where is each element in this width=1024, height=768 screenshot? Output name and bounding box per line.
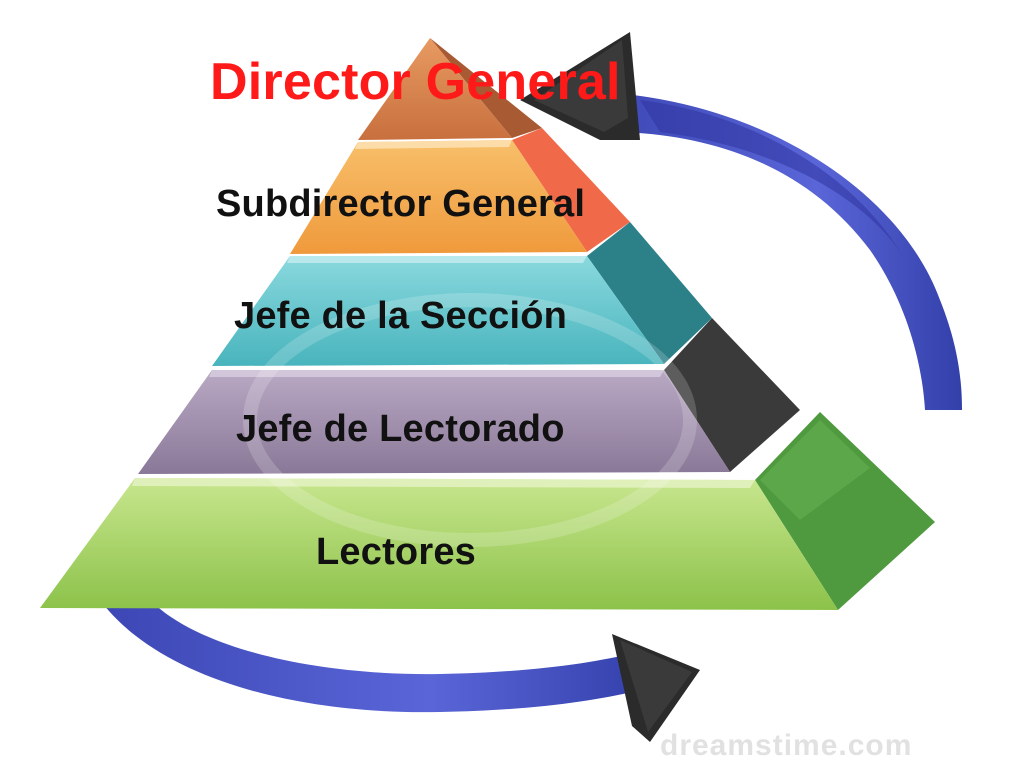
watermark-circle xyxy=(243,293,697,547)
pyramid-level-2-top-edge xyxy=(355,140,512,149)
pyramid-level-5-side-shade xyxy=(760,420,870,520)
cycle-arrow-lower-head-face xyxy=(620,640,692,732)
pyramid-level-4-top-edge xyxy=(209,370,664,377)
pyramid-level-3-top-edge xyxy=(287,256,587,263)
pyramid-level-5-label: Lectores xyxy=(316,531,477,573)
pyramid-level-3-front xyxy=(212,256,664,366)
pyramid-level-2-front xyxy=(290,140,587,254)
cycle-arrow-upper xyxy=(520,32,962,410)
pyramid-level-4 xyxy=(138,318,800,474)
pyramid-level-5-top-edge xyxy=(132,478,755,488)
pyramid-level-3 xyxy=(212,222,712,366)
pyramid-level-1-front xyxy=(358,38,512,140)
pyramid-level-4-side xyxy=(664,318,800,472)
pyramid-level-3-label: Jefe de la Sección xyxy=(234,295,568,337)
pyramid-level-5 xyxy=(40,412,935,610)
cycle-arrow-lower xyxy=(100,600,700,742)
pyramid-level-4-label: Jefe de Lectorado xyxy=(236,408,565,450)
watermark-text: dreamstime.com xyxy=(660,729,912,762)
cycle-arrow-upper-shadow xyxy=(640,100,905,260)
pyramid-level-3-side xyxy=(587,222,712,364)
pyramid-level-1-side xyxy=(430,38,542,138)
cycle-arrow-lower-body xyxy=(100,600,650,713)
pyramid-level-1-label: Director General xyxy=(210,53,621,111)
pyramid-level-5-front xyxy=(40,478,838,610)
pyramid-level-2-side xyxy=(512,128,630,252)
pyramid-level-2-label: Subdirector General xyxy=(216,183,586,225)
pyramid-level-4-front xyxy=(138,370,730,474)
pyramid-level-1 xyxy=(358,38,542,140)
cycle-arrow-upper-head-face xyxy=(534,40,628,132)
pyramid-level-2 xyxy=(290,128,630,254)
